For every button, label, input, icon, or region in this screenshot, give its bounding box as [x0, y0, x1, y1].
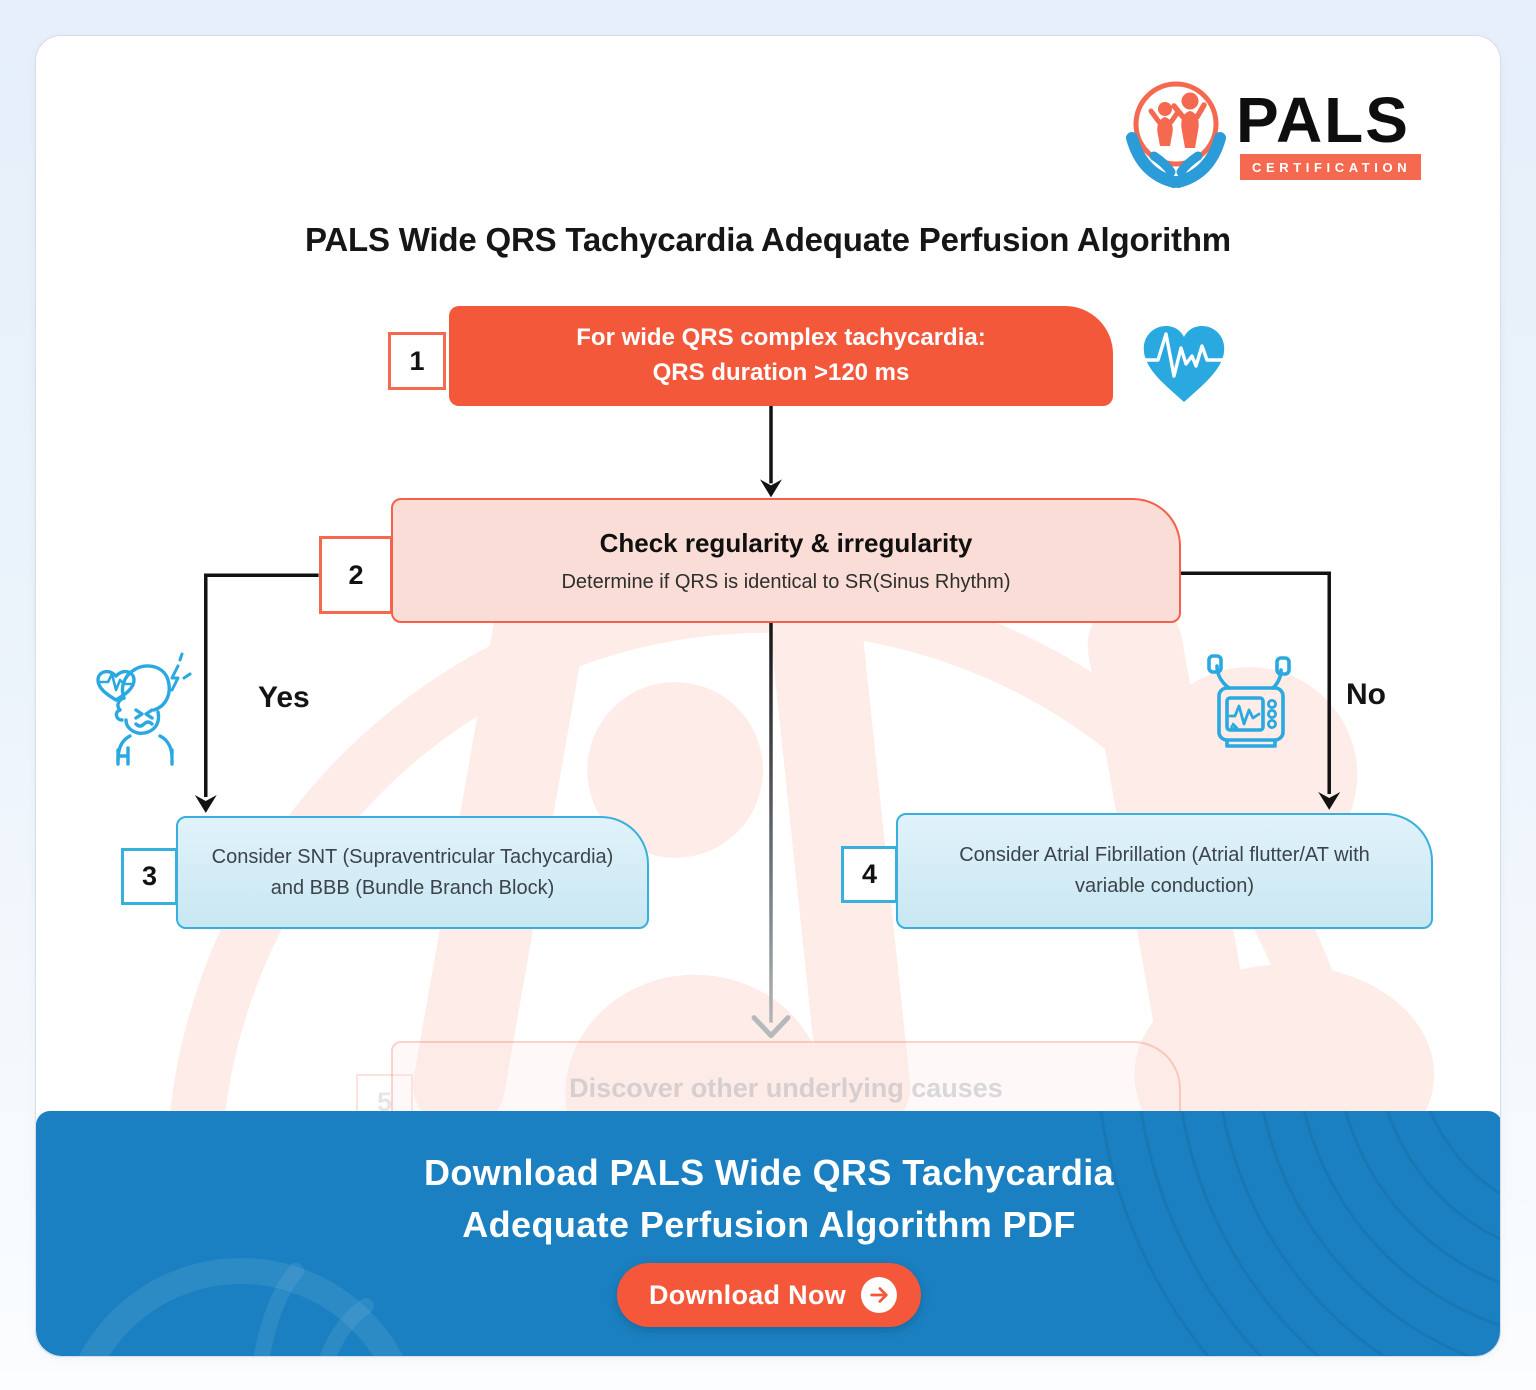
step-number-3: 3 — [121, 848, 178, 905]
flow-box-2-title: Check regularity & irregularity — [599, 527, 973, 558]
yes-branch-label: Yes — [258, 681, 310, 714]
banner-heading-line1: Download PALS Wide QRS Tachycardia — [423, 1152, 1115, 1193]
download-banner: Download PALS Wide QRS Tachycardia Adequ… — [36, 1111, 1500, 1356]
brand-tagline: CERTIFICATION — [1240, 154, 1422, 180]
no-branch-label: No — [1346, 678, 1386, 711]
brand-logo: PALS CERTIFICATION — [1124, 74, 1442, 216]
flow-box-1-line1: For wide QRS complex tachycardia: — [576, 324, 986, 352]
heartbeat-heart-icon — [1136, 318, 1232, 410]
flow-box-3-line2: and BBB (Bundle Branch Block) — [270, 876, 555, 899]
step-number-1: 1 — [388, 332, 446, 390]
defibrillator-monitor-icon — [1199, 654, 1303, 758]
flow-box-2-subtitle: Determine if QRS is identical to SR(Sinu… — [561, 570, 1011, 593]
download-now-label: Download Now — [648, 1279, 847, 1310]
download-now-button[interactable]: Download Now — [616, 1263, 922, 1327]
download-arrow-icon — [861, 1277, 898, 1313]
flow-box-3-line1: Consider SNT (Supraventricular Tachycard… — [211, 845, 614, 868]
algorithm-card: PALS CERTIFICATION PALS Wide QRS Tachyca… — [35, 35, 1501, 1357]
step-number-4: 4 — [841, 846, 898, 903]
flow-box-2: Check regularity & irregularity Determin… — [391, 498, 1181, 623]
sick-child-icon — [94, 648, 202, 772]
flow-box-4-line2: variable conduction) — [1075, 875, 1254, 897]
flow-box-4: Consider Atrial Fibrillation (Atrial flu… — [896, 813, 1433, 929]
pals-logo-emblem-icon — [1124, 76, 1228, 194]
page-title: PALS Wide QRS Tachycardia Adequate Perfu… — [305, 221, 1231, 258]
flow-box-4-line1: Consider Atrial Fibrillation (Atrial flu… — [959, 844, 1370, 866]
step-number-2: 2 — [319, 536, 393, 614]
brand-name: PALS — [1236, 84, 1410, 156]
banner-heading: Download PALS Wide QRS Tachycardia Adequ… — [36, 1147, 1500, 1251]
flow-box-1: For wide QRS complex tachycardia: QRS du… — [449, 306, 1113, 406]
flow-box-5-text: Discover other underlying causes — [569, 1073, 1003, 1103]
flow-box-3: Consider SNT (Supraventricular Tachycard… — [176, 816, 649, 929]
flow-box-1-line2: QRS duration >120 ms — [652, 359, 910, 386]
banner-heading-line2: Adequate Perfusion Algorithm PDF — [462, 1204, 1076, 1246]
